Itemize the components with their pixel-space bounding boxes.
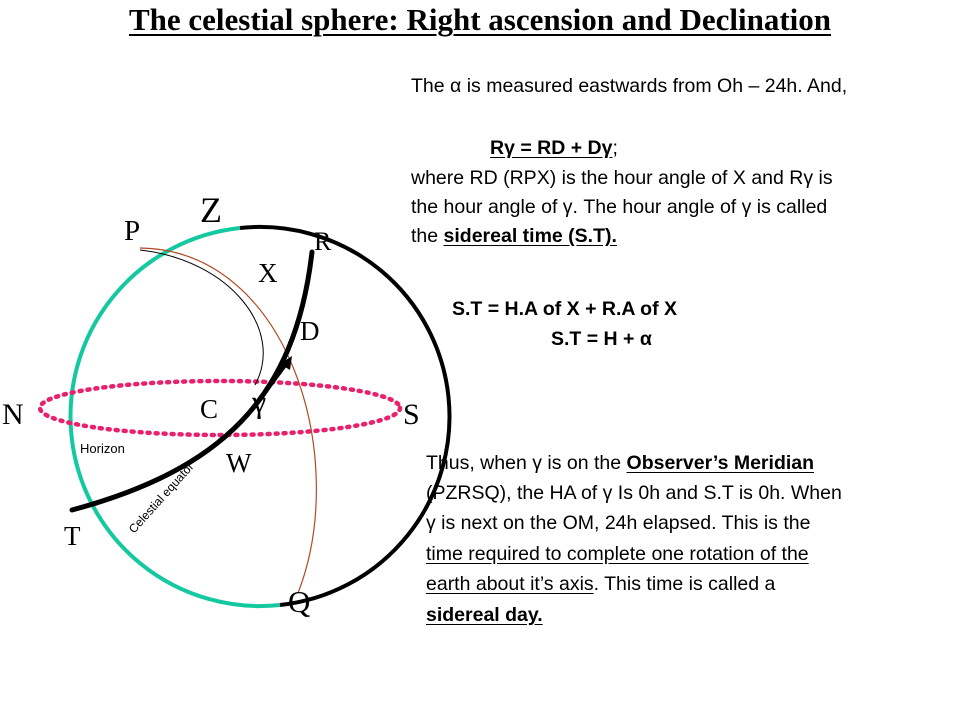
para2-line6: sidereal day. bbox=[426, 604, 543, 626]
gamma-arrow-head bbox=[280, 356, 292, 370]
para2-line5: earth about it’s axis. This time is call… bbox=[426, 573, 776, 595]
label-t: T bbox=[64, 521, 81, 551]
label-horizon: Horizon bbox=[80, 441, 125, 456]
label-gamma: γ bbox=[251, 383, 266, 419]
sphere-left-arc bbox=[68, 226, 281, 609]
para2-line4: time required to complete one rotation o… bbox=[426, 543, 809, 565]
para1-line5: the sidereal time (S.T). bbox=[411, 225, 617, 247]
label-q: Q bbox=[288, 584, 310, 619]
celestial-equator-arc bbox=[69, 249, 315, 513]
gamma-arrow bbox=[264, 361, 290, 393]
formula-st-h-alpha: S.T = H + α bbox=[551, 328, 652, 350]
observer-meridian-arc bbox=[239, 224, 452, 607]
para1-line3: where RD (RPX) is the hour angle of X an… bbox=[411, 167, 833, 189]
label-c: C bbox=[200, 394, 218, 424]
label-n: N bbox=[2, 398, 24, 431]
hour-circle-x bbox=[139, 247, 317, 594]
para1-line4: the hour angle of γ. The hour angle of γ… bbox=[411, 196, 828, 218]
para1-equation: Rγ = RD + Dγ; bbox=[490, 137, 618, 159]
label-celestial-equator: Celestial equator bbox=[126, 460, 197, 536]
label-d: D bbox=[300, 316, 320, 346]
label-z: Z bbox=[200, 190, 222, 230]
para2-line3: γ is next on the OM, 24h elapsed. This i… bbox=[426, 512, 811, 534]
label-w: W bbox=[226, 448, 252, 478]
formula-st-ha-ra: S.T = H.A of X + R.A of X bbox=[452, 298, 677, 320]
label-r: R bbox=[314, 227, 332, 256]
label-s: S bbox=[403, 398, 420, 431]
hour-circle-gamma bbox=[139, 249, 264, 386]
para2-line2: (PZRSQ), the HA of γ Is 0h and S.T is 0h… bbox=[426, 482, 842, 504]
label-p: P bbox=[124, 215, 140, 247]
page-title: The celestial sphere: Right ascension an… bbox=[128, 2, 832, 37]
label-x: X bbox=[258, 258, 278, 288]
para1-line1: The α is measured eastwards from Oh – 24… bbox=[411, 75, 848, 97]
para2-line1: Thus, when γ is on the Observer’s Meridi… bbox=[426, 452, 815, 474]
horizon-dotted-ellipse bbox=[37, 378, 403, 438]
